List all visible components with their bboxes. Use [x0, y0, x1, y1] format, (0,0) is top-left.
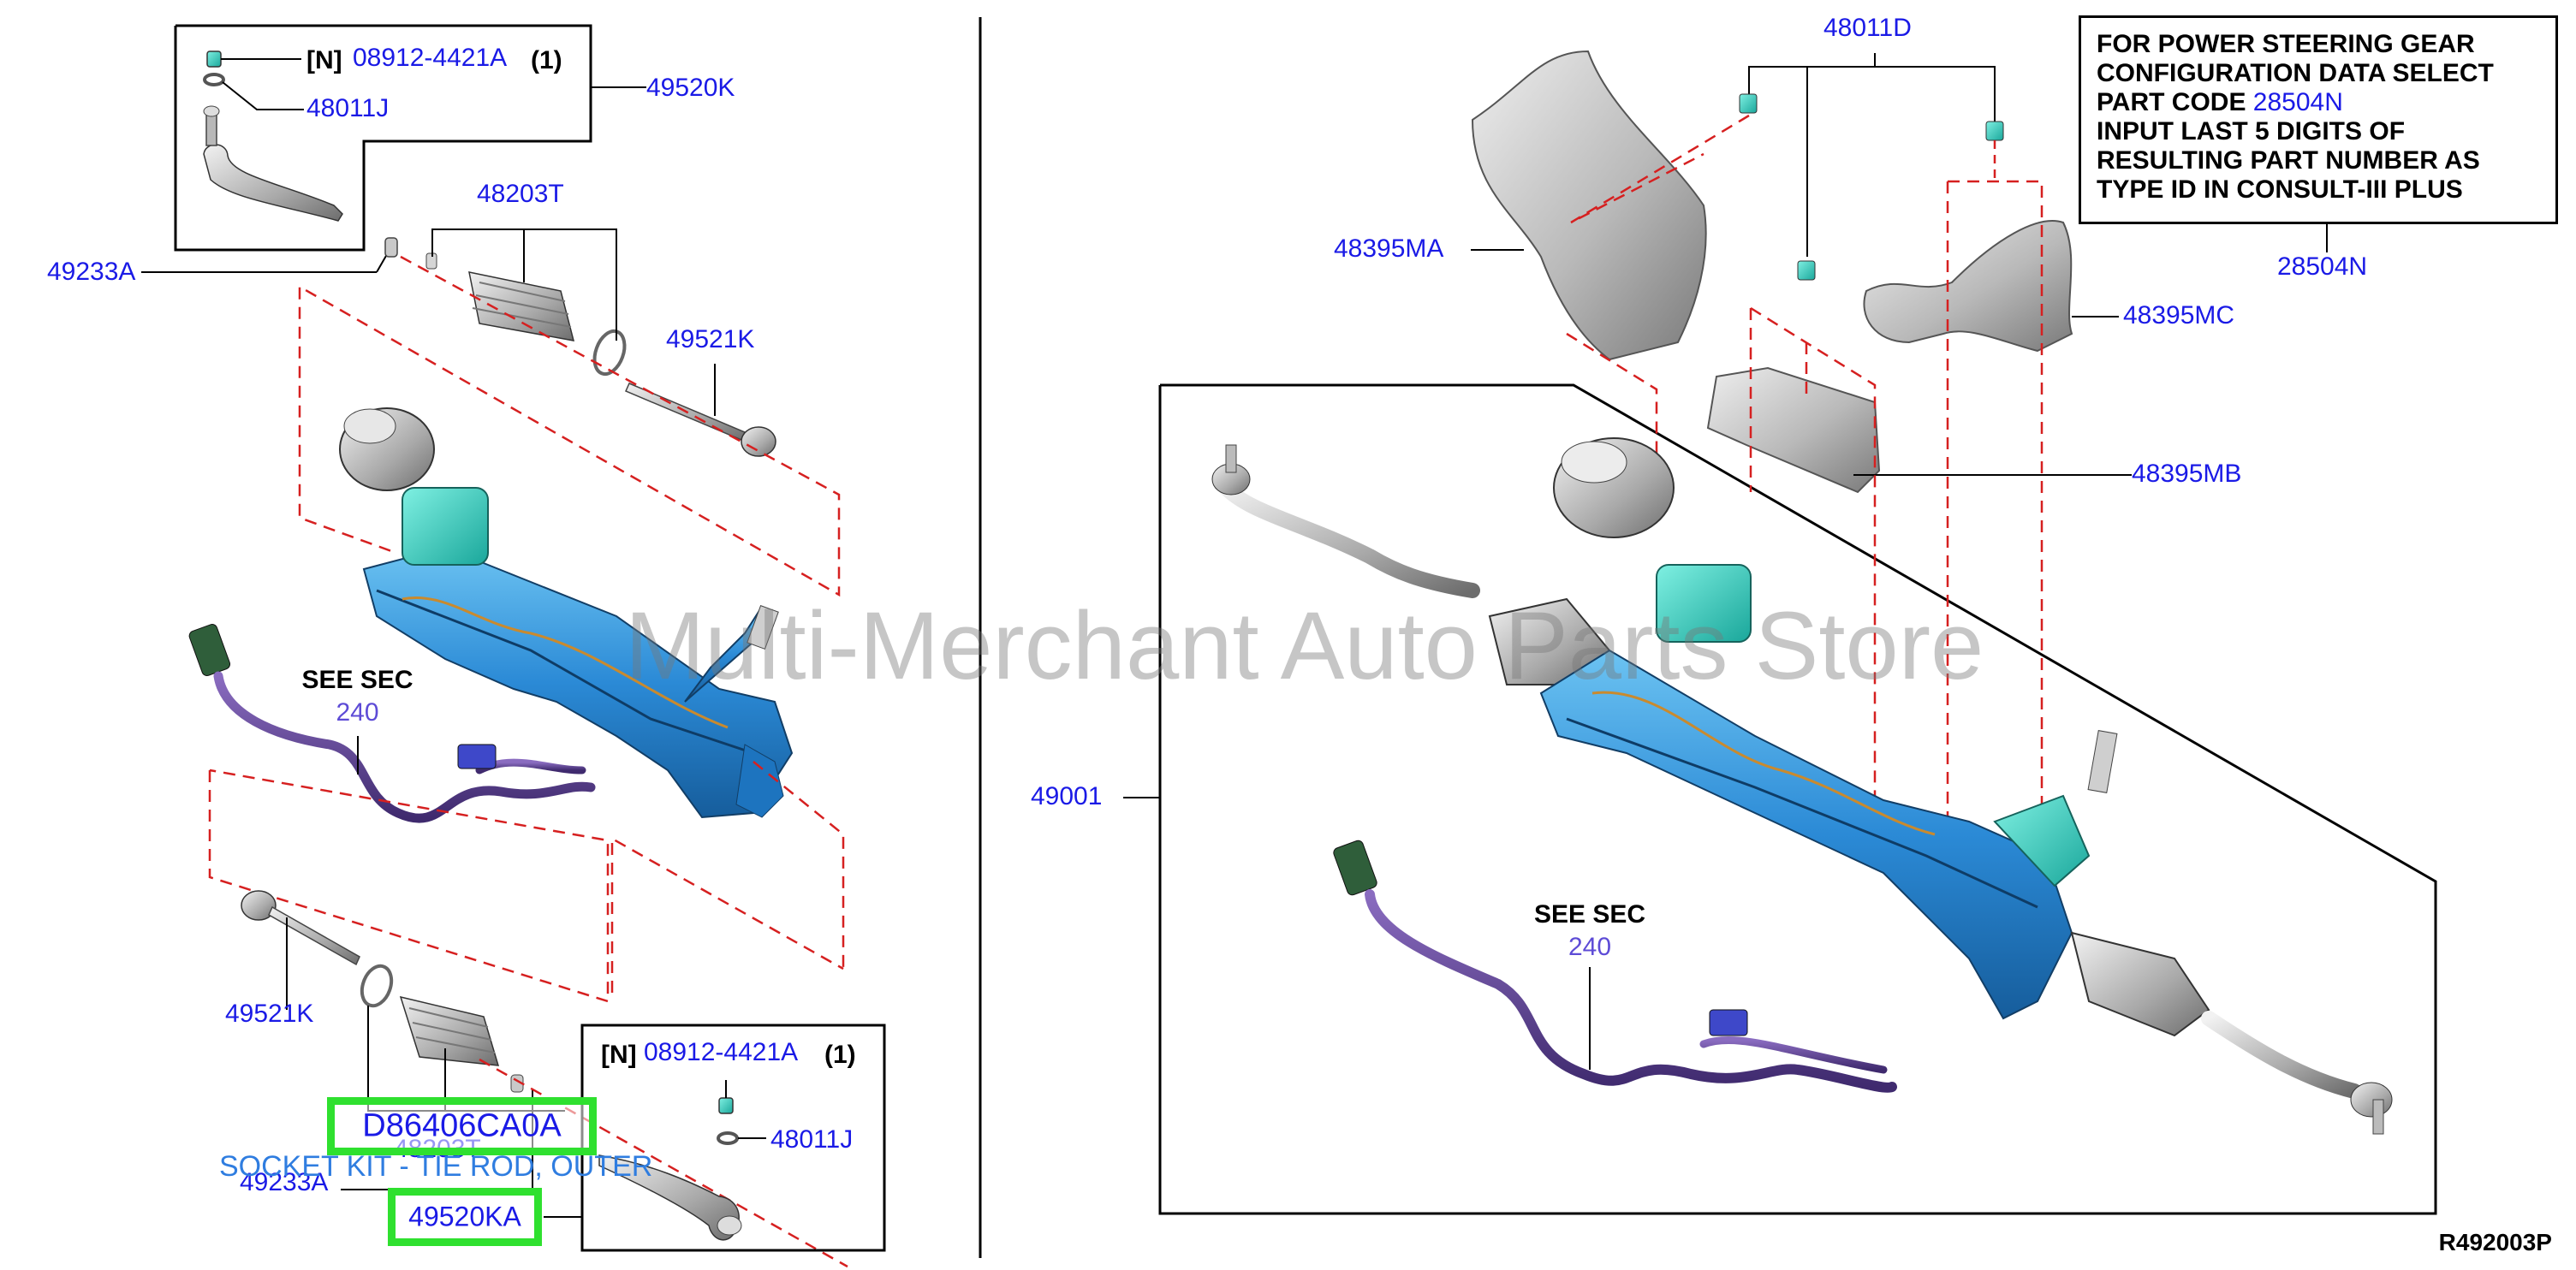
nut-part-link-bottom[interactable]: 08912-4421A: [644, 1038, 799, 1066]
washer-icon: [203, 73, 304, 110]
washer-part-link[interactable]: 48011J: [306, 94, 390, 122]
heat-shield-mb: [1706, 366, 1881, 494]
note-part-link[interactable]: 28504N: [2252, 88, 2343, 116]
shield-mc-part-link[interactable]: 48395MC: [2123, 301, 2235, 329]
selected-part-number: D86406CA0A: [362, 1107, 562, 1144]
see-section-label-right: SEE SEC: [1533, 900, 1646, 929]
gear-assy-part-link[interactable]: 49001: [1031, 782, 1103, 810]
kit-box-top: [174, 24, 592, 252]
kit-highlight-label: 49520KA: [408, 1201, 521, 1232]
gear-assy-box: [1158, 383, 2437, 1215]
diagram-reference: R492003P: [2438, 1229, 2552, 1255]
boot-clip-part-link[interactable]: 49233A: [47, 258, 136, 286]
selected-part-highlight[interactable]: D86406CA0A: [327, 1097, 597, 1155]
note-line: INPUT LAST 5 DIGITS OF: [2097, 117, 2406, 145]
see-section-label: SEE SEC: [301, 666, 413, 694]
see-section-number-right[interactable]: 240: [1568, 932, 1612, 961]
nut-qualifier-bottom: [N]: [601, 1041, 637, 1069]
nut-qty: (1): [531, 46, 562, 74]
configuration-note: FOR POWER STEERING GEAR CONFIGURATION DA…: [2079, 15, 2558, 224]
inner-rod-part-link[interactable]: 49521K: [666, 325, 755, 353]
shield-ma-part-link[interactable]: 48395MA: [1334, 234, 1444, 263]
note-line: PART CODE 28504N: [2097, 88, 2540, 117]
boot-part-link[interactable]: 48203T: [477, 180, 564, 208]
part-tooltip: SOCKET KIT - TIE ROD, OUTER: [219, 1150, 653, 1183]
see-section-left[interactable]: SEE SEC 240: [287, 664, 428, 728]
kit-part-link[interactable]: 49520K: [646, 74, 735, 102]
inner-tie-rod-bottom: [241, 890, 360, 1010]
nut-icon: [206, 50, 301, 68]
inner-rod-part-link-bottom[interactable]: 49521K: [225, 1000, 314, 1028]
steering-gear-right: [1211, 437, 2393, 1135]
note-line: FOR POWER STEERING GEAR: [2097, 30, 2475, 58]
shield-mb-part-link[interactable]: 48395MB: [2132, 460, 2242, 488]
note-prefix: PART CODE: [2097, 88, 2253, 116]
heat-shield-mc: [1863, 220, 2073, 353]
note-line: RESULTING PART NUMBER AS: [2097, 146, 2480, 175]
boot-clip-part-link-bottom[interactable]: 49233A: [240, 1168, 329, 1196]
washer-part-link-bottom[interactable]: 48011J: [770, 1125, 854, 1154]
wire-harness-left: [188, 624, 596, 823]
heat-shield-ma: [1471, 50, 1707, 361]
nut-part-link[interactable]: 08912-4421A: [353, 44, 508, 72]
nut-qty-bottom: (1): [824, 1041, 856, 1069]
boot-bottom: [399, 995, 500, 1066]
outer-tie-rod-end-bottom: [598, 1154, 742, 1241]
see-section-number[interactable]: 240: [336, 697, 379, 727]
outer-tie-rod-end-top: [203, 105, 343, 222]
boot-top: [425, 252, 575, 341]
bolt-part-link[interactable]: 48011D: [1823, 14, 1912, 42]
wire-harness-right: [1333, 840, 1897, 1093]
inner-tie-rod-top: [625, 364, 776, 457]
bolt-icons: [1739, 93, 2004, 281]
see-section-right[interactable]: SEE SEC 240: [1517, 899, 1663, 963]
config-part-link[interactable]: 28504N: [2277, 252, 2368, 281]
steering-gear-left: [339, 407, 794, 819]
kit-part-highlight[interactable]: 49520KA: [388, 1188, 542, 1246]
nut-qualifier: [N]: [306, 46, 342, 74]
nut-icon-bottom: [718, 1080, 734, 1114]
note-line: TYPE ID IN CONSULT-III PLUS: [2097, 175, 2463, 204]
note-line: CONFIGURATION DATA SELECT: [2097, 59, 2494, 87]
